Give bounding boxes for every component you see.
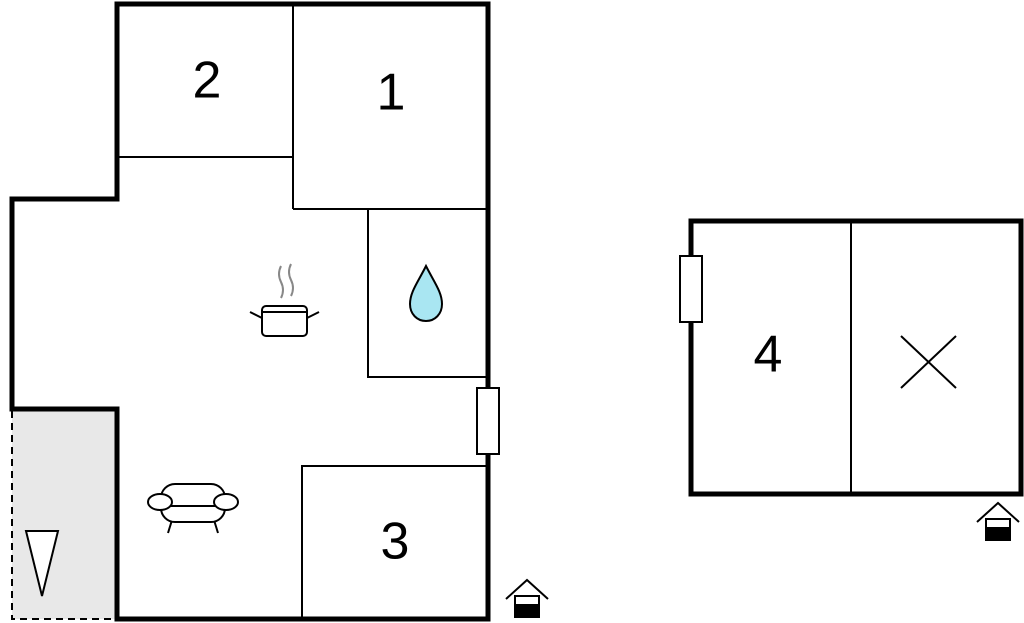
window	[476, 387, 500, 455]
sofa-icon	[147, 483, 239, 534]
room-label-2: 2	[193, 52, 222, 110]
empty-room-cross-icon	[900, 335, 957, 389]
room-label-4: 4	[754, 326, 783, 384]
kitchen-pot-icon	[249, 263, 320, 337]
terrace	[11, 411, 117, 620]
outbuilding-entrance-icon	[976, 501, 1020, 541]
entrance-icon	[505, 578, 549, 618]
north-arrow-icon	[24, 530, 60, 597]
interior-walls	[117, 4, 488, 619]
room-label-3: 3	[381, 513, 410, 571]
room-label-1: 1	[377, 64, 406, 122]
outbuilding-window	[679, 255, 703, 323]
bathroom-drop-icon	[408, 263, 444, 323]
outbuilding-outline	[688, 218, 1024, 497]
